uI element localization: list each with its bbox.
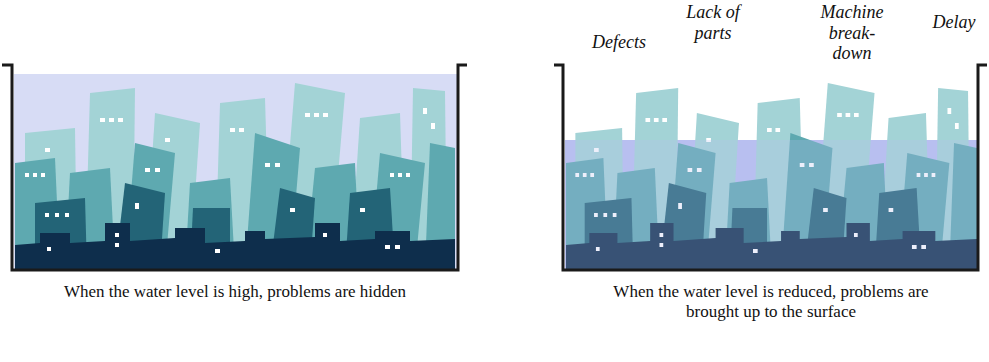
- problem-label: Defects: [578, 32, 660, 53]
- right-tank: [554, 65, 987, 270]
- problem-label: Delay: [925, 12, 983, 33]
- caption-text: When the water level is reduced, problem…: [585, 282, 957, 321]
- skyline-part: [15, 83, 455, 269]
- skyline-part: [554, 65, 987, 270]
- problem-label: Machine break-down: [814, 2, 890, 64]
- skyline-part: [14, 74, 457, 269]
- left-tank: [2, 65, 467, 270]
- skyline-part: [565, 140, 977, 269]
- problem-label: Lack of parts: [676, 2, 750, 43]
- skyline-part: [565, 140, 977, 269]
- skyline-part: [566, 83, 977, 269]
- skyline-part: [2, 65, 467, 270]
- caption-text: When the water level is high, problems a…: [55, 282, 415, 302]
- skyline-part: [566, 83, 977, 269]
- skyline-part: [15, 83, 455, 269]
